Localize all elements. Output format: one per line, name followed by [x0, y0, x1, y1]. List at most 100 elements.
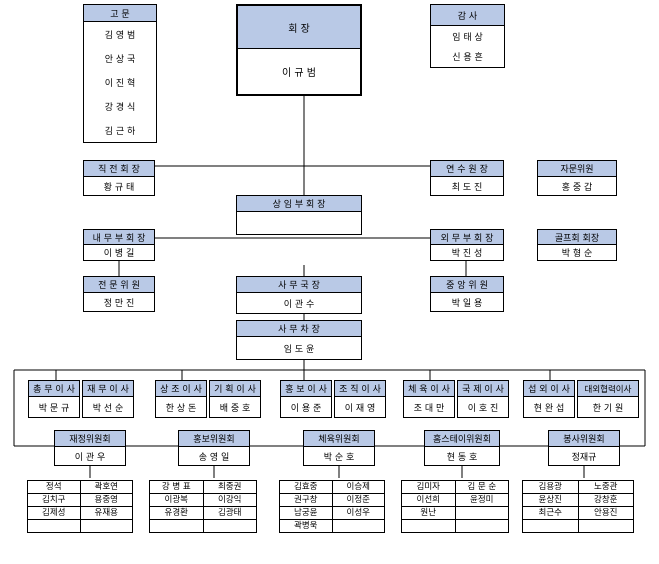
central-committee-box: 중 앙 위 원 박 일 용 [430, 276, 504, 312]
director-title: 대외협력이사 [578, 381, 638, 397]
member-name: 강창훈 [577, 494, 634, 506]
member-name [79, 520, 133, 532]
internal-vp-title: 내 무 부 회 장 [84, 230, 154, 245]
director-name: 이 호 진 [467, 403, 499, 414]
committee-chair: 송 영 일 [198, 452, 230, 463]
deputy-secretary-name: 임 도 윤 [283, 344, 315, 355]
member-name: 윤상진 [538, 495, 562, 505]
member-name [523, 520, 578, 532]
auditor-name: 신 용 흔 [452, 53, 483, 64]
director-title: 섭 외 이 사 [524, 381, 574, 397]
director-box-sports: 체 육 이 사 조 대 만 [403, 380, 455, 418]
external-vp-title: 외 무 부 회 장 [431, 230, 503, 245]
advisory-title: 자문위원 [538, 161, 616, 177]
member-name [454, 507, 509, 519]
member-row: 원난 [402, 507, 508, 520]
director-box-general-affairs: 총 무 이 사 박 문 규 [28, 380, 80, 418]
president-title: 회 장 [238, 6, 360, 49]
committee-title: 홈스테이위원회 [425, 431, 499, 447]
director-name: 배 중 호 [219, 403, 251, 414]
member-name: 김효중 [294, 482, 318, 492]
auditor-name: 임 태 상 [452, 32, 483, 43]
advisors-title: 고 문 [84, 5, 156, 22]
internal-vp-box: 내 무 부 회 장 이 병 길 [83, 229, 155, 261]
member-row: 곽병욱 [280, 520, 384, 532]
director-title: 홍 보 이 사 [281, 381, 331, 397]
committee-box-homestay: 홈스테이위원회 현 동 호 [424, 430, 500, 466]
director-name: 조 대 만 [413, 403, 445, 414]
advisor-name: 강 경 식 [104, 102, 136, 113]
training-director-title: 연 수 원 장 [431, 161, 503, 177]
director-name: 한 상 돈 [165, 403, 197, 414]
member-row [28, 520, 132, 532]
training-director-box: 연 수 원 장 최 도 진 [430, 160, 504, 196]
director-box-finance: 재 무 이 사 박 선 순 [82, 380, 134, 418]
director-box-mutual-aid: 상 조 이 사 한 상 돈 [155, 380, 207, 418]
expert-committee-title: 전 문 위 원 [84, 277, 154, 293]
standing-vp-title: 상 임 부 회 장 [237, 196, 361, 212]
director-name: 이 재 영 [344, 403, 376, 414]
member-name: 안용진 [577, 507, 634, 519]
member-name: 김미자 [416, 482, 440, 492]
expert-committee-name: 정 만 진 [103, 298, 135, 309]
member-row: 김치구 용중영 [28, 494, 132, 507]
member-name: 이강익 [202, 494, 257, 506]
director-box-planning: 기 획 이 사 배 중 호 [209, 380, 261, 418]
former-president-box: 직 전 회 장 황 규 태 [83, 160, 155, 196]
member-name [402, 520, 455, 532]
committee-chair: 이 관 우 [74, 452, 106, 463]
member-name: 노중관 [577, 481, 634, 493]
member-name [577, 520, 634, 532]
committee-title: 체육위원회 [304, 431, 374, 447]
president-box: 회 장 이 규 범 [236, 4, 362, 96]
member-name: 유경환 [164, 508, 188, 518]
member-name: 곽호연 [79, 481, 133, 493]
deputy-secretary-box: 사 무 차 장 임 도 윤 [236, 320, 362, 360]
director-name: 박 문 규 [38, 403, 70, 414]
director-name: 현 완 섭 [533, 403, 565, 414]
director-name: 박 선 순 [92, 403, 124, 414]
former-president-title: 직 전 회 장 [84, 161, 154, 177]
member-row [523, 520, 633, 532]
director-title: 기 획 이 사 [210, 381, 260, 397]
advisory-name: 홍 중 갑 [561, 182, 593, 193]
member-name [150, 520, 203, 532]
secretary-general-title: 사 무 국 장 [237, 277, 361, 293]
director-title: 상 조 이 사 [156, 381, 206, 397]
member-name: 김제성 [42, 508, 66, 518]
member-name: 김치구 [42, 495, 66, 505]
member-name: 원난 [420, 508, 437, 518]
member-name [454, 520, 509, 532]
member-row: 윤상진 강창훈 [523, 494, 633, 507]
golf-president-name: 박 형 순 [561, 249, 593, 259]
committee-chair: 박 순 호 [323, 452, 355, 463]
member-name: 윤정미 [454, 494, 509, 506]
auditors-box: 감 사 임 태 상 신 용 흔 [430, 4, 505, 68]
committee-box-finance: 재정위원회 이 관 우 [54, 430, 126, 466]
central-committee-name: 박 일 용 [451, 298, 483, 309]
committee-title: 홍보위원회 [179, 431, 249, 447]
secretary-general-box: 사 무 국 장 이 관 수 [236, 276, 362, 314]
director-title: 국 제 이 사 [458, 381, 508, 397]
member-name: 용중영 [79, 494, 133, 506]
standing-vp-name [237, 212, 361, 234]
advisor-name: 김 근 하 [104, 126, 136, 137]
external-vp-name: 박 진 성 [451, 249, 483, 259]
member-name: 이정준 [331, 494, 385, 506]
advisor-name: 안 상 국 [104, 54, 136, 65]
committee-box-publicity: 홍보위원회 송 영 일 [178, 430, 250, 466]
training-director-name: 최 도 진 [451, 182, 483, 193]
member-name: 이성우 [331, 507, 385, 519]
auditors-title: 감 사 [431, 5, 504, 26]
committee-chair: 현 동 호 [446, 452, 478, 463]
advisor-name: 이 진 혁 [104, 78, 136, 89]
